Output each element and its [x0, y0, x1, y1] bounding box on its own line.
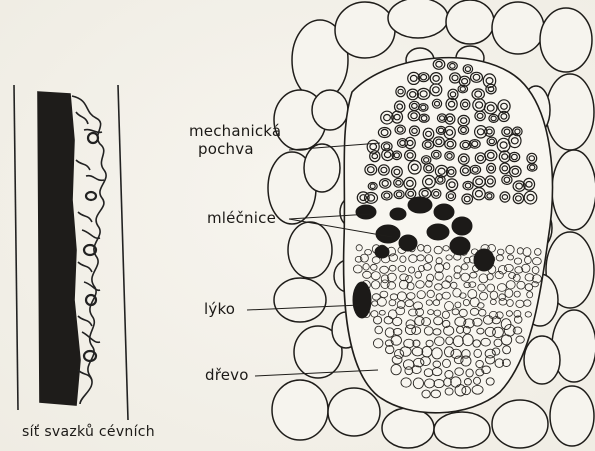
vascular-network-drawing: [14, 85, 128, 420]
label-lyko: lýko: [204, 300, 235, 319]
label-mechanicka: mechanická: [189, 122, 281, 141]
stem-outline-left: [14, 85, 18, 410]
dark-tissue-band: [38, 92, 80, 405]
label-mlecnice: mléčnice: [207, 209, 276, 228]
bundle-loops: [84, 133, 98, 361]
bundle-branch-1: [82, 130, 104, 343]
stem-outline-right: [118, 85, 128, 420]
figure-caption: síť svazků cévních: [22, 424, 155, 440]
label-pochva: pochva: [198, 140, 254, 159]
label-drevo: dřevo: [205, 366, 249, 385]
